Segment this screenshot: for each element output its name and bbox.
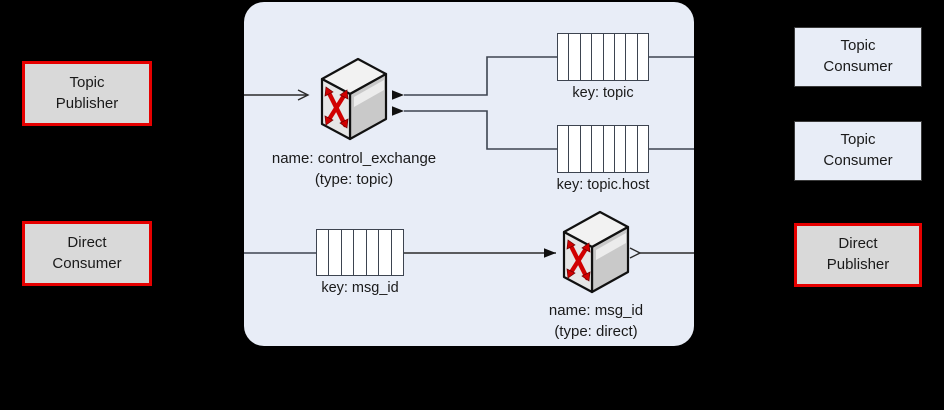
queue-cell [626,126,638,172]
queue-cell [317,230,330,275]
exchange-switch-icon[interactable] [556,210,636,296]
queue-msg-id[interactable] [316,229,404,276]
queue-topic[interactable] [557,33,649,81]
queue-cell [354,230,367,275]
exchange-type-line: (type: topic) [314,171,394,188]
queue-topic-host[interactable] [557,125,649,173]
queue-cell [615,34,627,80]
queue-topic-host-label: key: topic.host [556,177,650,193]
queue-cell [638,126,648,172]
queue-topic-label: key: topic [572,85,634,101]
queue-cell [558,34,570,80]
endpoint-topic-publisher[interactable]: Topic Publisher [22,61,152,126]
endpoint-label-line-2: Consumer [823,152,893,169]
endpoint-label-line-1: Topic [840,131,876,149]
exchange-direct-label: name: msg_id (type: direct) [516,300,676,342]
queue-cell [569,126,581,172]
endpoint-label-line-1: Topic [840,37,876,55]
endpoint-topic-consumer-2[interactable]: Topic Consumer [794,121,922,181]
queue-cell [342,230,355,275]
endpoint-topic-consumer-1[interactable]: Topic Consumer [794,27,922,87]
exchange-control-label: name: control_exchange (type: topic) [264,148,444,190]
queue-cell [367,230,380,275]
exchange-switch-icon[interactable] [314,57,394,143]
queue-cell [569,34,581,80]
queue-cell [592,34,604,80]
queue-cell [638,34,648,80]
exchange-name-line: name: msg_id [548,302,644,319]
queue-cell [592,126,604,172]
endpoint-label-line-2: Consumer [52,254,122,272]
queue-cell [626,34,638,80]
queue-cell [581,34,593,80]
queue-cell [379,230,392,275]
queue-cell [329,230,342,275]
queue-msg-id-label: key: msg_id [321,280,399,296]
endpoint-label-line-2: Consumer [823,58,893,75]
endpoint-direct-consumer[interactable]: Direct Consumer [22,221,152,286]
exchange-type-line: (type: direct) [554,323,638,340]
endpoint-label-line-1: Topic [69,73,105,91]
queue-cell [558,126,570,172]
endpoint-direct-publisher[interactable]: Direct Publisher [794,223,922,287]
queue-cell [581,126,593,172]
queue-cell [604,126,615,172]
queue-cell [392,230,403,275]
queue-cell [604,34,615,80]
endpoint-label-line-1: Direct [67,233,107,251]
queue-cell [615,126,627,172]
endpoint-label-line-1: Direct [838,235,878,253]
exchange-name-line: name: control_exchange [271,150,437,167]
endpoint-label-line-2: Publisher [55,94,119,112]
endpoint-label-line-2: Publisher [826,256,890,273]
